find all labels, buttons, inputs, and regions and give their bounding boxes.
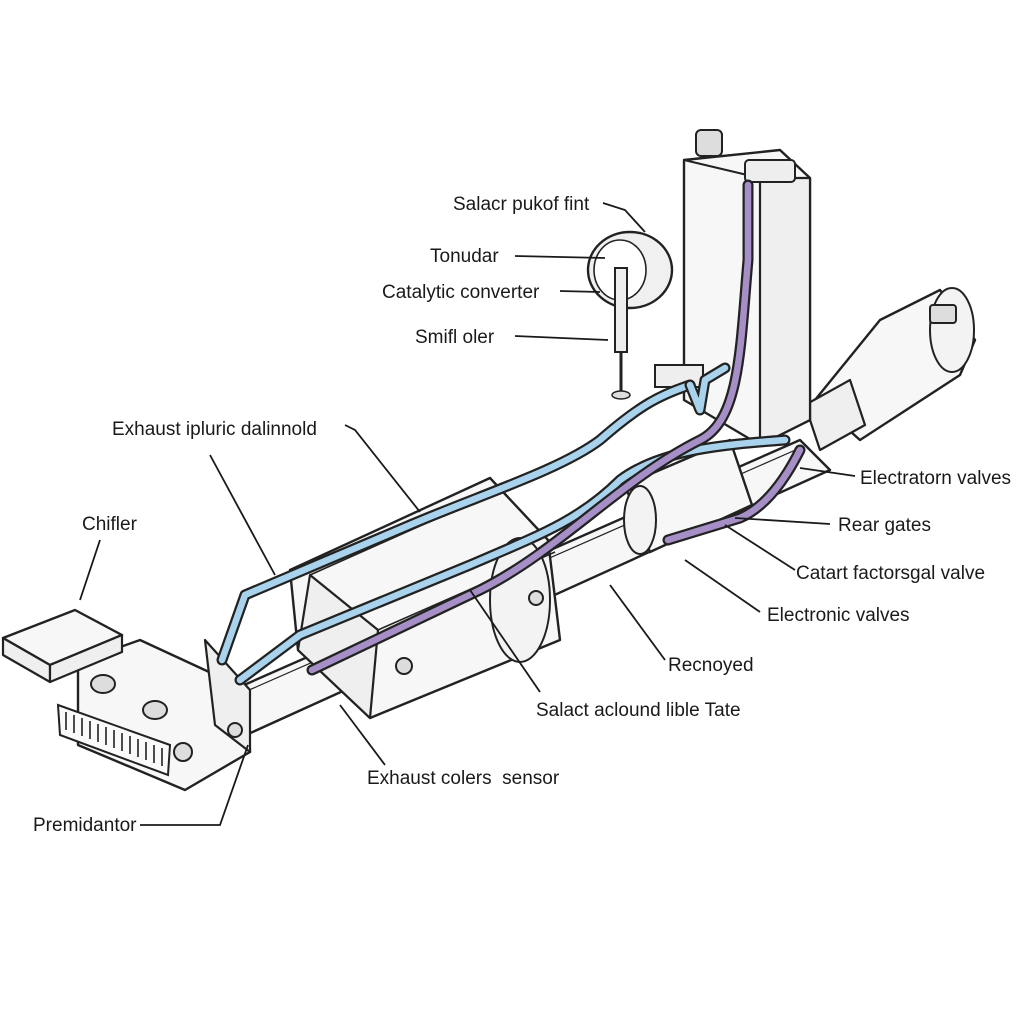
label-salacr-pukof-fint: Salacr pukof fint bbox=[453, 194, 590, 215]
label-exhaust-manifold: Exhaust ipluric dalinnold bbox=[112, 419, 317, 440]
chifler-plate bbox=[1, 608, 124, 684]
mount-bolt-icon bbox=[395, 657, 413, 675]
label-recnoyed: Recnoyed bbox=[668, 655, 754, 676]
label-catart-valve: Catart factorsgal valve bbox=[796, 563, 985, 584]
label-chifler: Chifler bbox=[82, 514, 138, 535]
label-premidantor: Premidantor bbox=[33, 815, 137, 836]
label-tonudar: Tonudar bbox=[430, 246, 499, 267]
knob-icon bbox=[90, 674, 116, 694]
label-smifl-oler: Smifl oler bbox=[415, 327, 495, 348]
label-exhaust-sensor: Exhaust colers sensor bbox=[367, 768, 560, 789]
mount-bolt-icon bbox=[528, 590, 544, 606]
knob-icon bbox=[142, 700, 168, 720]
leader-lines bbox=[79, 202, 856, 826]
rear-muffler bbox=[803, 287, 977, 452]
purple-hoses bbox=[306, 179, 806, 676]
connector-icon bbox=[744, 159, 796, 183]
cap-icon bbox=[695, 129, 723, 157]
blue-hoses bbox=[216, 362, 791, 686]
labels: Salacr pukof fint Tonudar Catalytic conv… bbox=[33, 194, 1011, 836]
front-module bbox=[56, 638, 252, 792]
label-electronic-valves: Electronic valves bbox=[767, 605, 910, 626]
label-electratorn-valves: Electratorn valves bbox=[860, 468, 1011, 489]
bolt-icon bbox=[227, 722, 243, 738]
label-rear-gates: Rear gates bbox=[838, 515, 931, 536]
label-salact-table: Salact aclound lible Tate bbox=[536, 700, 741, 721]
pressure-gauge bbox=[586, 230, 674, 400]
label-catalytic-converter: Catalytic converter bbox=[382, 282, 540, 303]
bolt-icon bbox=[173, 742, 193, 762]
sensor-plug-icon bbox=[929, 304, 957, 324]
